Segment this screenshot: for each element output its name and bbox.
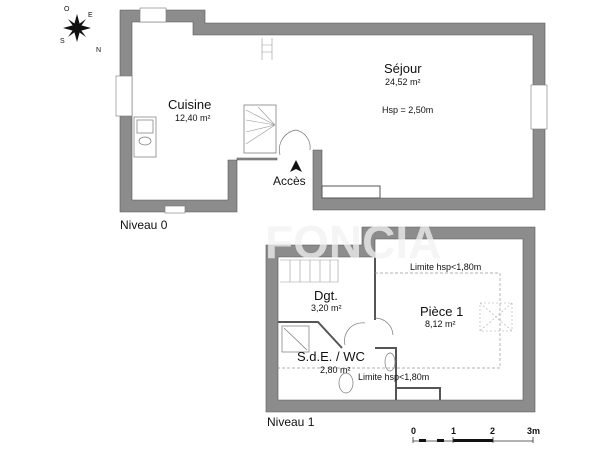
room-name-dgt: Dgt.	[314, 288, 338, 303]
level-label-0: Niveau 0	[120, 218, 168, 232]
watermark: FONCIA	[265, 216, 441, 268]
height-limit-label: Limite hsp<1,80m	[410, 262, 482, 272]
scale-tick: 0	[411, 426, 417, 436]
compass-letter: N	[96, 47, 102, 54]
shower-icon	[281, 325, 310, 353]
room-area-piece1: 8,12 m²	[425, 319, 456, 329]
room-area-dgt: 3,20 m²	[311, 303, 342, 313]
room-name-piece1: Pièce 1	[420, 304, 464, 319]
scale-tick: 3m	[527, 426, 541, 436]
compass-letter: S	[60, 38, 65, 45]
height-limit-label: Limite hsp<1,80m	[358, 372, 430, 382]
scale-tick: 1	[451, 426, 457, 436]
room-name-sejour: Séjour	[384, 61, 422, 76]
compass-letter: O	[64, 6, 70, 13]
staircase	[243, 38, 277, 154]
window	[139, 7, 167, 23]
room-name-cuisine: Cuisine	[168, 97, 212, 112]
compass-letter: E	[88, 12, 93, 19]
access-label: Accès	[273, 174, 306, 188]
ceiling-height-note: Hsp = 2,50m	[382, 105, 434, 115]
window	[115, 75, 133, 117]
window	[530, 84, 548, 130]
toilet-icon	[338, 372, 354, 394]
sink-icon	[133, 116, 157, 158]
level-label-1: Niveau 1	[267, 415, 315, 429]
room-area-cuisine: 12,40 m²	[175, 113, 211, 123]
access-arrow-icon	[290, 160, 302, 172]
skylight	[479, 302, 513, 332]
level0-walls	[119, 9, 546, 213]
room-area-sejour: 24,52 m²	[385, 77, 421, 87]
room-name-sde-wc: S.d.E. / WC	[297, 349, 365, 364]
room-area-sde-wc: 2,80 m²	[320, 365, 351, 375]
scale-bar	[412, 437, 534, 443]
scale-tick: 2	[490, 426, 496, 436]
staircase	[280, 259, 339, 283]
compass-rose-icon	[63, 14, 91, 42]
